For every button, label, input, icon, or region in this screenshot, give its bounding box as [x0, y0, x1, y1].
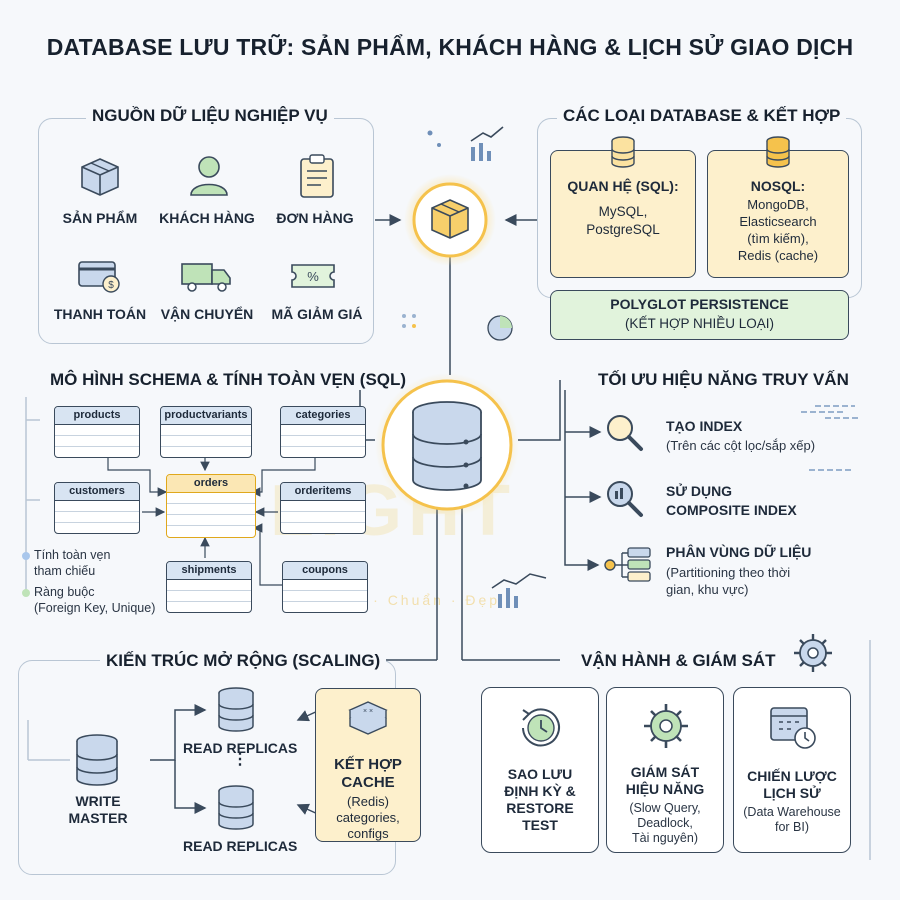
source-label-payment: THANH TOÁN — [53, 306, 147, 322]
scaling-heading: KIẾN TRÚC MỞ RỘNG (SCALING) — [100, 651, 387, 671]
cache-card — [315, 688, 421, 842]
source-label-coupons: MÃ GIẢM GIÁ — [271, 306, 363, 322]
read-replicas-bottom-label: READ REPLICAS — [183, 838, 298, 854]
legend-dot-constraints — [22, 589, 30, 597]
table-name: coupons — [283, 562, 367, 580]
legend-dot-integrity — [22, 552, 30, 560]
history-sub: (Data Warehouse for BI) — [743, 805, 841, 834]
composite-index-icon — [607, 481, 643, 517]
nosql-body: MongoDB, Elasticsearch (tìm kiếm), Redis… — [737, 197, 819, 263]
read-replicas-top-label: READ REPLICAS — [183, 740, 298, 756]
source-label-products: SẢN PHẨM — [62, 210, 138, 226]
table-name: categories — [281, 407, 365, 425]
source-label-shipping: VẬN CHUYỂN — [160, 306, 254, 322]
code-lines-decoration-icon — [801, 405, 859, 471]
sql-title: QUAN HỆ (SQL): — [567, 178, 679, 194]
svg-text:× ×: × × — [363, 708, 373, 715]
svg-text:%: % — [307, 269, 319, 284]
table-shipments: shipments — [166, 561, 252, 613]
cache-body: (Redis) categories, configs — [336, 794, 400, 841]
user-icon — [190, 156, 228, 196]
write-master-label: WRITE MASTER — [68, 793, 128, 826]
calendar-clock-icon — [770, 707, 816, 749]
sql-body: MySQL, PostgreSQL — [586, 204, 660, 237]
nosql-title: NOSQL: — [750, 178, 806, 194]
table-customers: customers — [54, 482, 140, 534]
truck-icon — [181, 263, 231, 292]
legend-integrity: Tính toàn vẹn tham chiếu — [34, 548, 111, 578]
table-name: orderitems — [281, 483, 365, 501]
backup-title: SAO LƯU ĐỊNH KỲ & RESTORE TEST — [504, 766, 576, 833]
table-name: productvariants — [161, 407, 251, 425]
db-types-heading: CÁC LOẠI DATABASE & KẾT HỢP — [557, 106, 847, 126]
sources-heading: NGUỒN DỮ LIỆU NGHIỆP VỤ — [86, 106, 334, 126]
read-replica-bottom-icon — [218, 785, 254, 830]
central-database-icon — [375, 373, 519, 517]
central-box-icon — [404, 174, 496, 266]
table-orderitems: orderitems — [280, 482, 366, 534]
svg-text:$: $ — [108, 280, 114, 291]
sql-database-icon — [611, 136, 635, 168]
cache-title: KẾT HỢP CACHE — [334, 756, 402, 791]
line-chart-decoration-icon — [491, 573, 547, 608]
opt-index-sub: (Trên các cột lọc/sắp xếp) — [666, 438, 816, 453]
read-replica-top-icon — [218, 687, 254, 732]
source-label-orders: ĐƠN HÀNG — [276, 210, 354, 226]
backup-restore-icon — [522, 708, 560, 747]
monitoring-title: GIÁM SÁT HIỆU NĂNG — [625, 764, 705, 797]
schema-heading: MÔ HÌNH SCHEMA & TÍNH TOÀN VẸN (SQL) — [44, 370, 413, 390]
magnifier-icon — [607, 415, 643, 451]
monitoring-sub: (Slow Query, Deadlock, Tài nguyên) — [629, 801, 701, 845]
credit-card-icon: $ — [78, 261, 120, 293]
chart-decoration-icon — [427, 126, 504, 161]
opt-partition-title: PHÂN VÙNG DỮ LIỆU — [666, 544, 812, 560]
polyglot-sub: (KẾT HỢP NHIỀU LOẠI) — [624, 316, 775, 331]
table-name: products — [55, 407, 139, 425]
monitoring-gear-icon — [644, 704, 688, 748]
box-icon — [81, 158, 119, 196]
history-title: CHIẾN LƯỢC LỊCH SỬ — [747, 768, 837, 801]
nosql-database-icon — [766, 136, 790, 168]
optimize-heading: TỐI ƯU HIỆU NĂNG TRUY VẤN — [592, 370, 855, 390]
table-productvariants: productvariants — [160, 406, 252, 458]
coupon-icon: % — [291, 264, 335, 288]
clipboard-icon — [300, 154, 334, 198]
history-card: CHIẾN LƯỢC LỊCH SỬ (Data Warehouse for B… — [733, 687, 851, 853]
cache-icon: × × — [348, 701, 388, 735]
polyglot-title: POLYGLOT PERSISTENCE — [610, 296, 789, 312]
page-title: DATABASE LƯU TRỮ: SẢN PHẨM, KHÁCH HÀNG &… — [46, 34, 854, 60]
partition-icon — [604, 547, 651, 582]
table-categories: categories — [280, 406, 366, 458]
polyglot-card — [550, 290, 849, 340]
table-name: orders — [167, 475, 255, 493]
table-name: customers — [55, 483, 139, 501]
table-products: products — [54, 406, 140, 458]
monitoring-card: GIÁM SÁT HIỆU NĂNG (Slow Query, Deadlock… — [606, 687, 724, 853]
source-label-customers: KHÁCH HÀNG — [159, 210, 255, 226]
backup-card: SAO LƯU ĐỊNH KỲ & RESTORE TEST — [481, 687, 599, 853]
table-coupons: coupons — [282, 561, 368, 613]
opt-composite-title: SỬ DỤNG COMPOSITE INDEX — [666, 483, 797, 518]
operations-heading: VẬN HÀNH & GIÁM SÁT — [575, 651, 782, 671]
gear-icon — [794, 634, 832, 672]
table-name: shipments — [167, 562, 251, 580]
write-master-database-icon — [76, 734, 118, 786]
table-orders: orders — [166, 474, 256, 538]
sql-card — [550, 150, 696, 278]
replica-ellipsis: ⋮ — [232, 751, 248, 768]
legend-constraints: Ràng buộc (Foreign Key, Unique) — [34, 585, 156, 615]
opt-index-title: TẠO INDEX — [666, 418, 743, 434]
opt-partition-sub: (Partitioning theo thời gian, khu vực) — [666, 565, 791, 597]
dots-decoration-icon — [402, 314, 513, 341]
